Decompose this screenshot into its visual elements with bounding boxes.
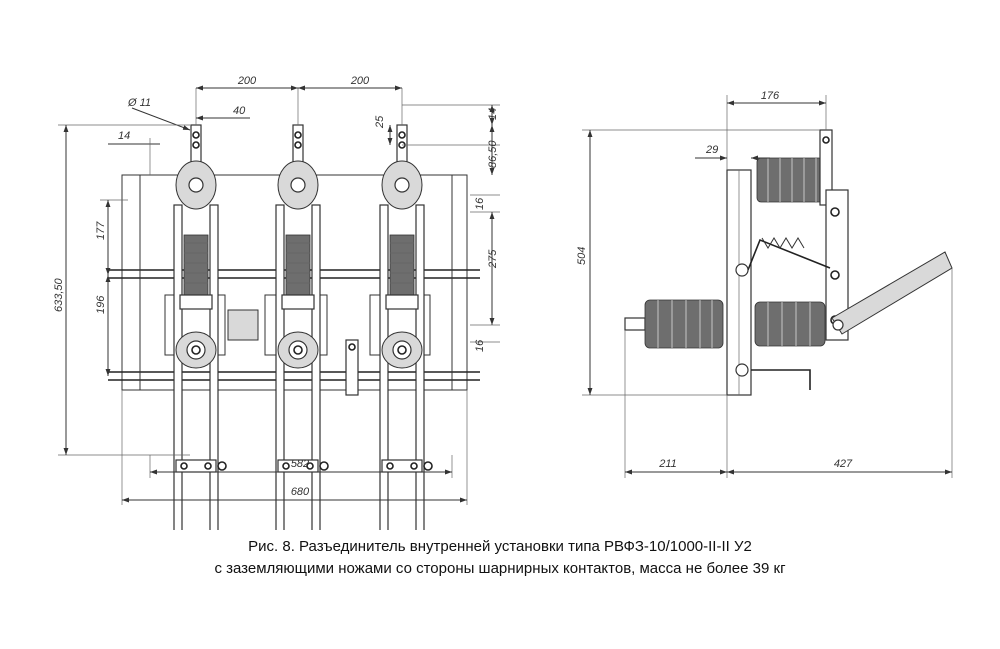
dim-275: 275 — [487, 249, 499, 269]
dim-29: 29 — [705, 144, 718, 156]
dim-16-bottom: 16 — [474, 339, 486, 352]
dim-633-50: 633,50 — [53, 277, 65, 312]
dim-504: 504 — [576, 247, 588, 265]
side-horizontal-insulator — [644, 299, 826, 349]
dim-14-right: 14 — [487, 108, 499, 120]
dim-177: 177 — [95, 221, 107, 240]
technical-drawing: 200 200 Ø 11 40 14 25 14 86,50 16 275 16… — [53, 75, 953, 530]
caption-line-1: Рис. 8. Разъединитель внутренней установ… — [248, 538, 752, 555]
dim-86-50: 86,50 — [487, 140, 499, 168]
dim-200-right: 200 — [350, 75, 370, 87]
front-view: 200 200 Ø 11 40 14 25 14 86,50 16 275 16… — [53, 75, 500, 530]
dim-211: 211 — [658, 458, 677, 470]
dim-680: 680 — [291, 486, 310, 498]
dim-196: 196 — [95, 295, 107, 314]
dim-200-left: 200 — [237, 75, 257, 87]
dim-427: 427 — [834, 458, 853, 470]
side-top-insulator — [756, 157, 824, 203]
caption-line-2: с заземляющими ножами со стороны шарнирн… — [214, 560, 786, 577]
side-view: 176 29 504 211 427 — [576, 90, 953, 478]
dim-14-left: 14 — [118, 130, 130, 142]
dim-40: 40 — [233, 105, 246, 117]
dim-176: 176 — [761, 90, 780, 102]
dim-582: 582 — [291, 458, 309, 470]
dim-16-top: 16 — [474, 197, 486, 210]
dim-hole-diameter: Ø 11 — [127, 97, 151, 109]
dim-25: 25 — [374, 115, 386, 129]
